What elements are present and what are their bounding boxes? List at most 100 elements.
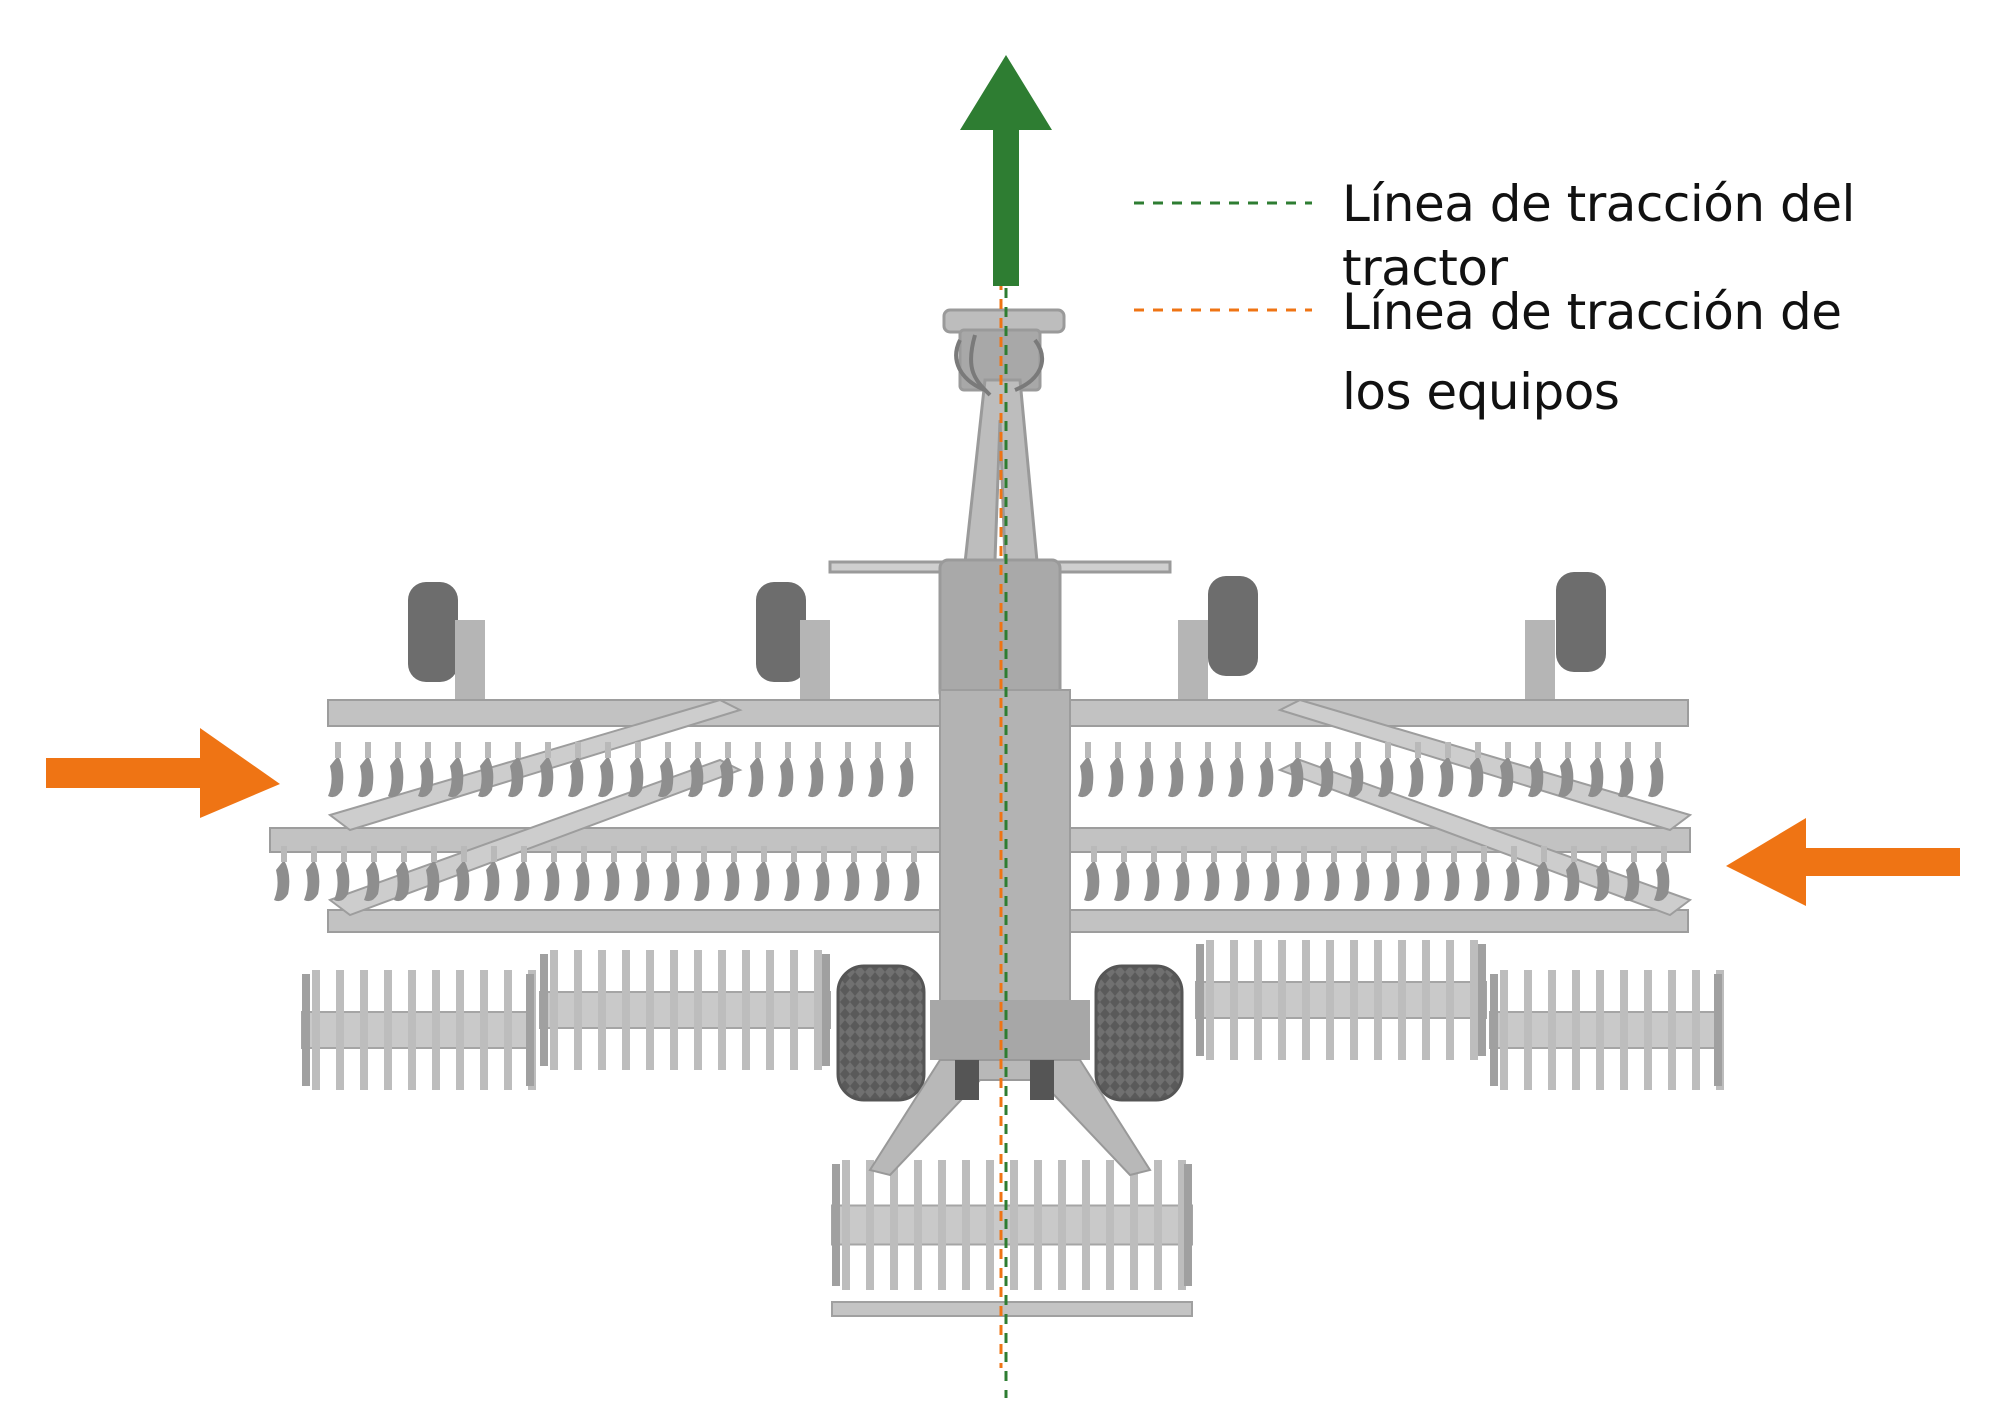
roller-tooth [1422,940,1430,1060]
disc-blade [358,756,374,798]
roller-tooth [866,1160,874,1290]
disc-blade [424,860,440,902]
roller-tooth [312,970,320,1090]
rear-bar [831,1301,1193,1317]
disc-arm [1085,742,1091,758]
roller-tooth [1278,940,1286,1060]
disc-arm [371,846,377,862]
disc-arm [611,846,617,862]
roller-tooth [766,950,774,1070]
center-wheels [836,964,1184,1177]
roller-tooth [1058,1160,1066,1290]
roller-tooth [1082,1160,1090,1290]
disc-arm [515,742,521,758]
disc-blade [754,860,770,902]
disc-blade [454,860,470,902]
disc-blade [634,860,650,902]
disc-blade [1498,756,1514,798]
disc-arm [341,846,347,862]
disc-blade [838,756,854,798]
roller-tooth [1620,970,1628,1090]
disc-blade [778,756,794,798]
disc-arm [1445,742,1451,758]
disc-arm [815,742,821,758]
roller-tooth [504,970,512,1090]
roller-tooth [480,970,488,1090]
roller-tooth [1524,970,1532,1090]
arrow-left-icon [1726,818,1960,906]
disc-blade [418,756,434,798]
roller-tooth [408,970,416,1090]
disc-blade [1264,860,1280,902]
disc-blade [1324,860,1340,902]
disc-arm [851,846,857,862]
disc-arm [395,742,401,758]
disc-arm [845,742,851,758]
roller-end [832,1164,840,1286]
disc-blade [334,860,350,902]
disc-arm [545,742,551,758]
roller-tooth [718,950,726,1070]
hydraulic-hoses [954,334,1045,397]
disc-blade [1204,860,1220,902]
disc-arm [425,742,431,758]
disc-arm [1091,846,1097,862]
disc-arm [875,742,881,758]
disc-blade [388,756,404,798]
disc-blade [1594,860,1610,902]
disc-arm [1181,846,1187,862]
disc-arm [1511,846,1517,862]
disc-blade [598,756,614,798]
disc-arm [1541,846,1547,862]
disc-arm [1145,742,1151,758]
disc-blade [394,860,410,902]
roller-end [540,954,548,1066]
roller-tooth [622,950,630,1070]
disc-blade [1618,756,1634,798]
disc-arm [281,846,287,862]
roller-tooth [1254,940,1262,1060]
disc-blade [1294,860,1310,902]
disc-blade [1144,860,1160,902]
disc-arm [311,846,317,862]
disc-arm [881,846,887,862]
disc-arm [1535,742,1541,758]
disc-arm [1211,846,1217,862]
disc-blade [814,860,830,902]
roller-tooth [962,1160,970,1290]
disc-blade [748,756,764,798]
roller-tooth [890,1160,898,1290]
disc-arm [605,742,611,758]
disc-blade [808,756,824,798]
disc-arm [1331,846,1337,862]
roller-tooth [670,950,678,1070]
disc-blade [898,756,914,798]
roller-end [1478,944,1486,1056]
roller-tooth [1398,940,1406,1060]
disc-arm [725,742,731,758]
roller-tooth [360,970,368,1090]
disc-arm [641,846,647,862]
disc-arm [1325,742,1331,758]
roller-end [526,974,534,1086]
roller-end [1714,974,1722,1086]
roller-tooth [384,970,392,1090]
disc-blade [1228,756,1244,798]
roller-tooth [1130,1160,1138,1290]
disc-blade [1258,756,1274,798]
disc-blade [478,756,494,798]
disc-blade [1558,756,1574,798]
disc-blade [448,756,464,798]
roller-tooth [1470,940,1478,1060]
disc-arm [1391,846,1397,862]
legend-equipment-label-line2: los equipos [1342,363,1620,421]
disc-arm [1271,846,1277,862]
disc-arm [1121,846,1127,862]
disc-blade [1168,756,1184,798]
disc-arm [1661,846,1667,862]
roller-tooth [1596,970,1604,1090]
disc-blade [364,860,380,902]
roller-tooth [456,970,464,1090]
